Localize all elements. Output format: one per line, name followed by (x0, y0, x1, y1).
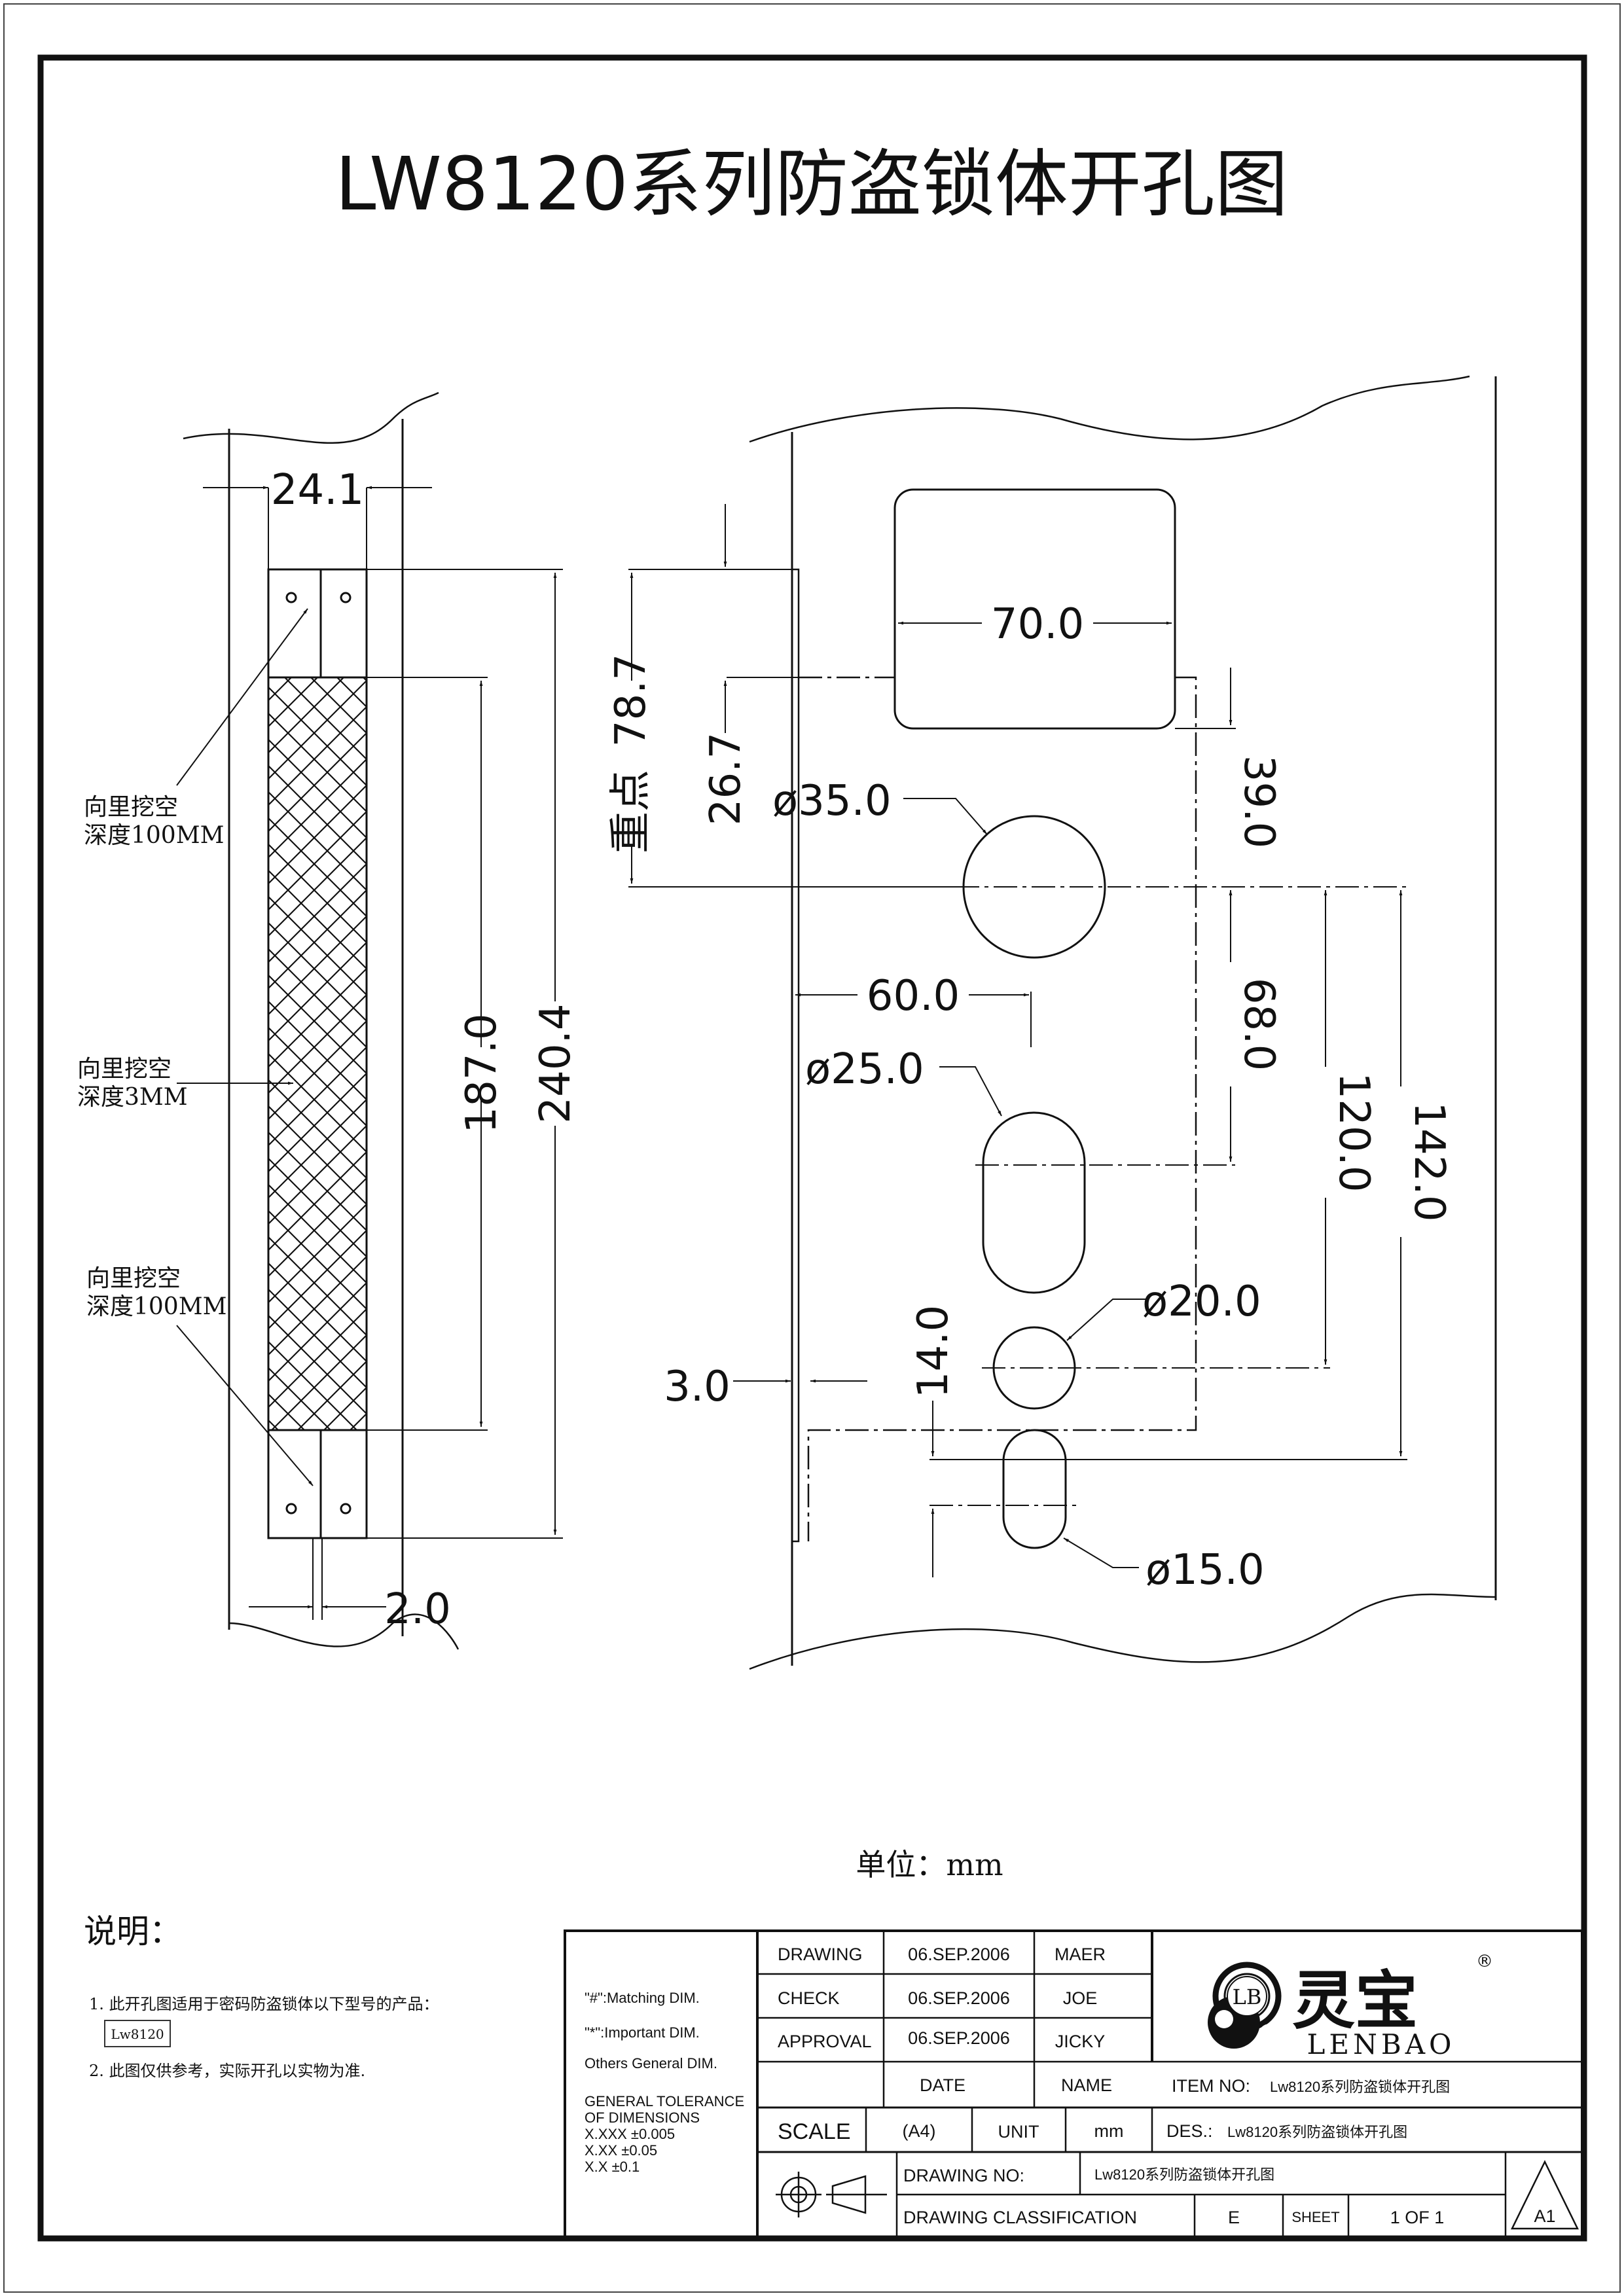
note-hollow-3-line2: 深度100MM (86, 1293, 226, 1320)
tb-tolerance-1: X.XXX ±0.005 (585, 2126, 675, 2142)
tb-note-matching: "#":Matching DIM. (585, 1990, 700, 2006)
dim-h-60: 60.0 (867, 972, 960, 1020)
tb-date-header: DATE (920, 2075, 965, 2095)
tb-note-general: Others General DIM. (585, 2055, 717, 2072)
tb-des-label: DES.: (1166, 2121, 1213, 2141)
logo-english-name: LENBAO (1307, 2028, 1456, 2060)
dim-diameter-35: ø35.0 (772, 777, 892, 825)
tb-row-name-check: JOE (1063, 1988, 1098, 2008)
dim-total-length: 240.4 (532, 1003, 580, 1123)
title-block (564, 1929, 1583, 2238)
sheet-outer-border (3, 3, 1621, 2293)
tb-row-label-drawing: DRAWING (778, 1945, 863, 1964)
tb-note-important: "*":Important DIM. (585, 2024, 700, 2041)
unit-label: 单位：mm (856, 1847, 1003, 1882)
note-hollow-2-line1: 向里挖空 (77, 1056, 171, 1083)
tb-row-date-approval: 06.SEP.2006 (908, 2028, 1010, 2048)
model-box-text: Lw8120 (111, 2026, 164, 2042)
dim-v-26-7: 26.7 (702, 732, 750, 826)
tb-sheet-value: 1 OF 1 (1390, 2208, 1445, 2227)
dim-v-120: 120.0 (1329, 1072, 1378, 1192)
tb-sheet-label: SHEET (1291, 2209, 1339, 2225)
dim-v-142: 142.0 (1405, 1102, 1453, 1221)
note-hollow-1-line2: 深度100MM (84, 822, 224, 849)
right-view (628, 375, 1497, 1670)
tb-tolerance-head-1: GENERAL TOLERANCE (585, 2093, 744, 2109)
dim-h-3: 3.0 (664, 1363, 731, 1411)
projection-symbol-icon (776, 2172, 887, 2217)
tb-tolerance-head-2: OF DIMENSIONS (585, 2109, 700, 2126)
tb-classification-label: DRAWING CLASSIFICATION (903, 2208, 1137, 2227)
tb-row-date-drawing: 06.SEP.2006 (908, 1945, 1010, 1964)
model-box (104, 2020, 171, 2047)
dim-v-39: 39.0 (1235, 755, 1283, 849)
dim-bottom-gap: 2.0 (384, 1585, 451, 1634)
tb-drawing-no-label: DRAWING NO: (903, 2166, 1024, 2185)
dim-top-width: 24.1 (271, 466, 365, 514)
note-hollow-2-line2: 深度3MM (77, 1084, 188, 1111)
dim-diameter-15: ø15.0 (1146, 1546, 1265, 1594)
tb-row-name-drawing: MAER (1055, 1945, 1106, 1964)
dim-hatch-length: 187.0 (458, 1013, 506, 1133)
left-view (176, 391, 563, 1650)
tb-unit-value: mm (1094, 2121, 1124, 2141)
tb-scale-label: SCALE (778, 2119, 851, 2144)
logo-registered-mark: ® (1476, 1952, 1493, 1971)
drawing-title: LW8120系列防盗锁体开孔图 (335, 142, 1288, 227)
note-hollow-3-line1: 向里挖空 (86, 1265, 181, 1292)
explanation-item-2: 2. 此图仅供参考，实际开孔以实物为准. (89, 2062, 365, 2080)
tb-row-name-approval: JICKY (1055, 2032, 1106, 2051)
tb-scale-value: (A4) (902, 2121, 935, 2141)
tb-unit-label: UNIT (998, 2122, 1039, 2142)
dim-v-68: 68.0 (1235, 978, 1283, 1071)
tb-tolerance-2: X.XX ±0.05 (585, 2142, 657, 2159)
tb-row-label-check: CHECK (778, 1988, 840, 2008)
logo-chinese-name: 灵宝 (1292, 1964, 1418, 2037)
tb-item-no-label: ITEM NO: (1172, 2076, 1250, 2096)
dim-v-14: 14.0 (909, 1305, 958, 1399)
note-hollow-1-line1: 向里挖空 (84, 794, 178, 821)
dim-v-78-7-prefix: 重点 (607, 770, 655, 853)
tb-des-value: Lw8120系列防盗锁体开孔图 (1227, 2124, 1407, 2140)
company-logo: LB (1208, 1962, 1282, 2049)
tb-row-date-check: 06.SEP.2006 (908, 1988, 1010, 2008)
explanation-heading: 说明： (84, 1912, 182, 1950)
dim-width-70: 70.0 (991, 600, 1085, 649)
tb-classification-value: E (1228, 2208, 1240, 2227)
tb-tolerance-3: X.X ±0.1 (585, 2159, 640, 2175)
tb-name-header: NAME (1061, 2075, 1112, 2095)
dim-diameter-25: ø25.0 (805, 1045, 924, 1094)
tb-size-code: A1 (1534, 2206, 1555, 2226)
tb-item-no-value: Lw8120系列防盗锁体开孔图 (1270, 2079, 1450, 2095)
dim-diameter-20: ø20.0 (1142, 1278, 1261, 1326)
logo-badge: LB (1233, 1984, 1262, 2009)
tb-row-label-approval: APPROVAL (778, 2032, 872, 2051)
explanation-item-1: 1. 此开孔图适用于密码防盗锁体以下型号的产品： (89, 1995, 439, 2013)
tb-drawing-no-value: Lw8120系列防盗锁体开孔图 (1094, 2166, 1274, 2183)
dim-v-78-7: 78.7 (607, 654, 655, 747)
